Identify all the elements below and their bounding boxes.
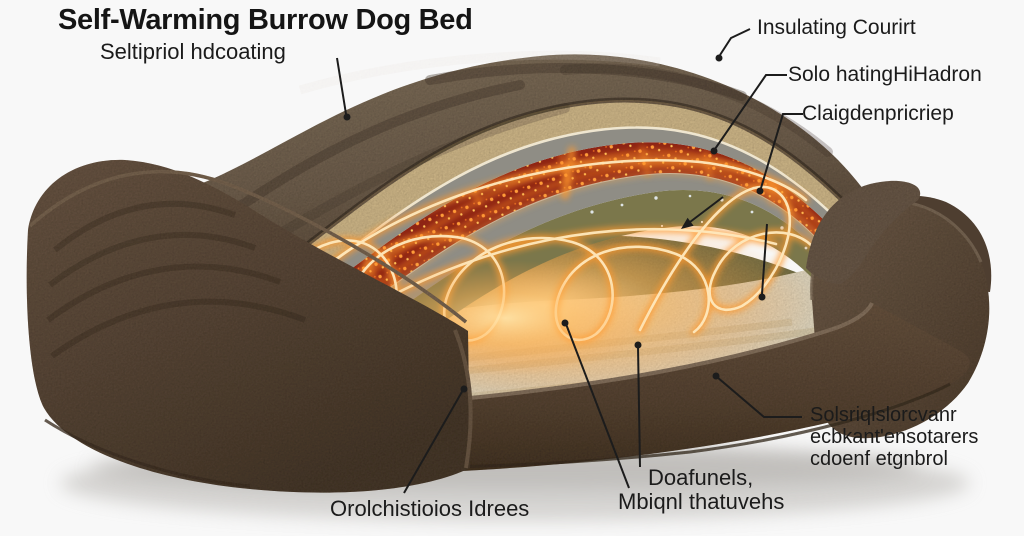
callout-bolster-label: Orolchistioios Idrees: [330, 496, 530, 521]
leader-base-right: [712, 372, 802, 418]
cover-flap: [806, 180, 921, 284]
leader-lines: [336, 28, 803, 494]
leader-comfort: [756, 113, 803, 195]
callout-base-right-line3: cdoenf etgnbrol: [810, 448, 948, 470]
leader-cover: [336, 57, 351, 121]
leader-bolster: [403, 385, 468, 494]
callout-base-right-line2: ecbkant'ensotarers: [810, 426, 979, 448]
leader-interior-1: [561, 319, 630, 489]
callout-interior-line2: Mbiqnl thatuvehs: [618, 489, 785, 514]
callout-base-right-line1: Solsriqlslorcvanr: [810, 404, 957, 426]
page-title: Self-Warming Burrow Dog Bed: [58, 4, 473, 36]
leader-interior-2: [634, 341, 642, 468]
callout-interior-label: Doafunels, Mbiqnl thatuvehs: [618, 466, 784, 514]
left-bolster: [26, 159, 473, 493]
callout-cover-label: Seltipriol hdcoating: [100, 39, 286, 64]
leader-insulating: [715, 28, 751, 62]
leader-arrow: [681, 196, 724, 229]
callout-interior-line1: Doafunels,: [648, 465, 754, 490]
foam-layer: [232, 100, 888, 318]
callout-heating-label: Solo hatingHiHadron: [788, 63, 982, 86]
leader-comfort-2: [758, 223, 768, 301]
leader-heating: [710, 74, 787, 155]
callout-insulating-label: Insulating Courirt: [757, 16, 916, 39]
callout-base-right-label: Solsriqlslorcvanr ecbkant'ensotarers cdo…: [810, 404, 978, 470]
callout-comfort-label: Claigdenpricriep: [802, 102, 954, 125]
